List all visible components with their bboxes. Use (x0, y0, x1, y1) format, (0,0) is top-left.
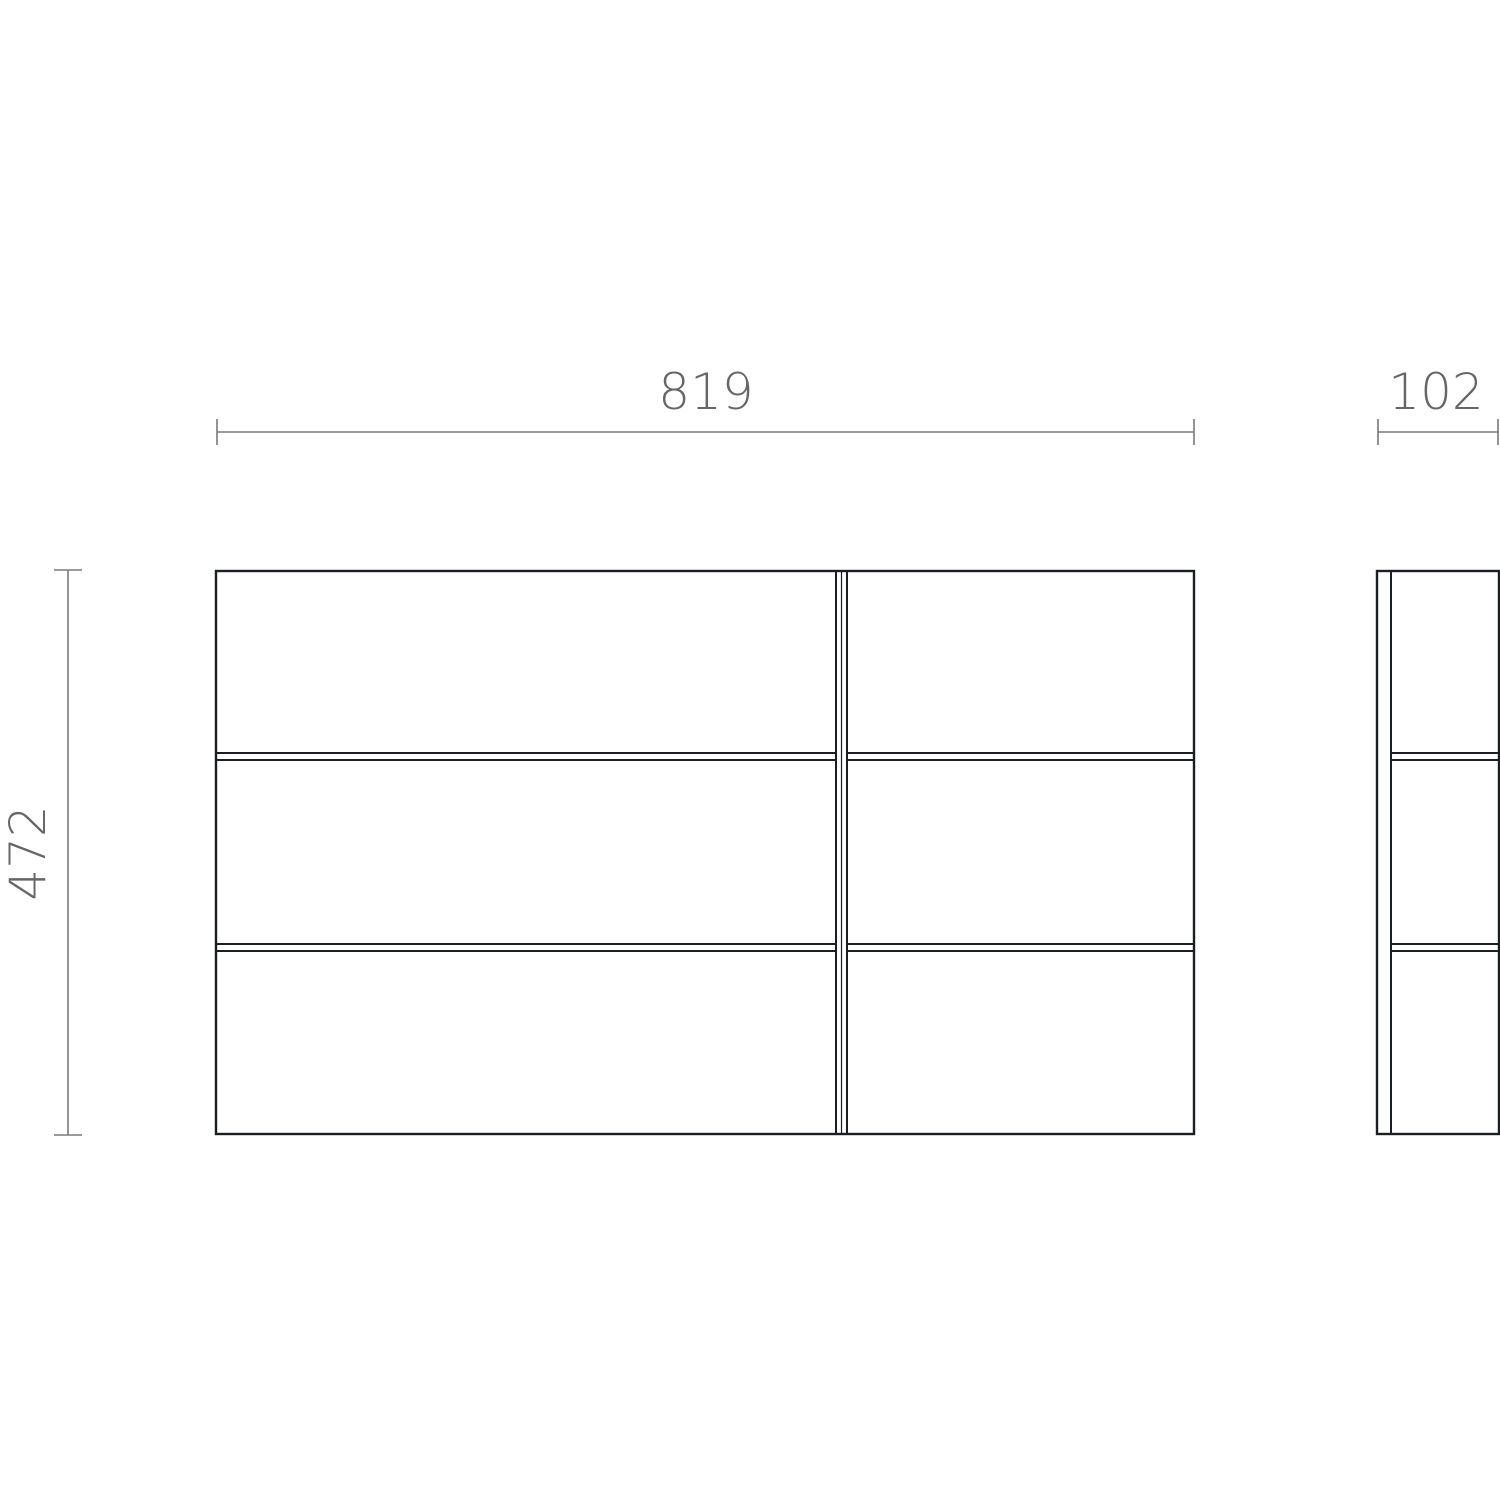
side-view-outer-frame (1375, 569, 1500, 1136)
height-dimension: 472 (0, 569, 82, 1136)
height-dimension-label: 472 (0, 805, 57, 900)
depth-dimension-label: 102 (1388, 363, 1483, 421)
width-dimension-label: 819 (658, 363, 753, 421)
width-dimension: 819 (216, 363, 1195, 445)
front-view-outer-frame (214, 569, 1196, 1136)
depth-dimension: 102 (1377, 363, 1499, 445)
front-view (214, 569, 1196, 1136)
side-view (1375, 569, 1500, 1136)
